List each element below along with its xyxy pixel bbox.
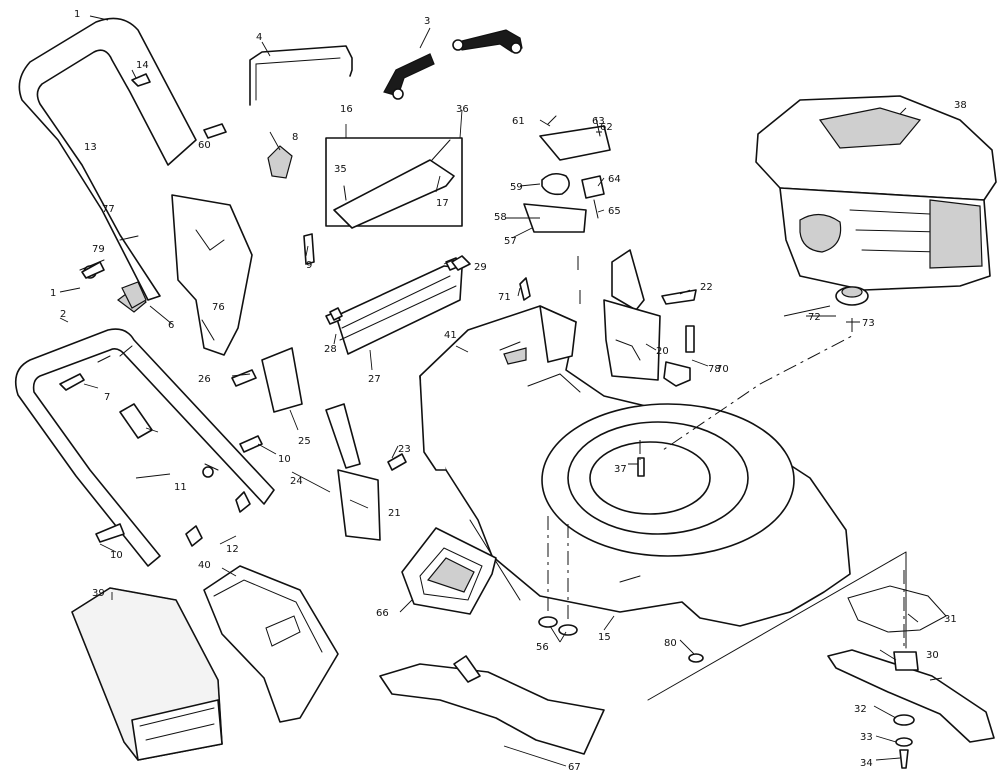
upper-handle [18,17,197,301]
lower-handle [14,328,275,567]
callout-61: 61 [512,116,525,127]
callout-13: 13 [84,142,97,153]
callout-57: 57 [504,236,517,247]
mulch-plug [379,655,605,755]
callout-56: 56 [536,642,549,653]
callout-34: 34 [860,758,873,769]
callout-labels: 1 1 2 3 4 6 7 8 9 10 10 11 12 13 14 15 1… [50,9,967,773]
engine [755,95,997,306]
callout-32: 32 [854,704,867,715]
callout-71: 71 [498,292,511,303]
rear-flap [325,257,463,355]
callout-1-left: 1 [50,288,56,299]
mower-deck [419,305,851,627]
callout-17: 17 [436,198,449,209]
callout-65: 65 [608,206,621,217]
callout-27: 27 [368,374,381,385]
upper-control-bracket [121,145,293,356]
callout-62: 62 [600,122,613,133]
callout-36: 36 [456,104,469,115]
callout-30: 30 [926,650,939,661]
callout-35: 35 [334,164,347,175]
leader-lines [59,15,943,767]
callout-33: 33 [860,732,873,743]
callout-3: 3 [424,16,430,27]
callout-4: 4 [256,32,262,43]
callout-41: 41 [444,330,457,341]
callout-21: 21 [388,508,401,519]
callout-22: 22 [700,282,713,293]
callout-8: 8 [292,132,298,143]
callout-73: 73 [862,318,875,329]
callout-7: 7 [104,392,110,403]
pulley-plate-assembly [523,115,611,233]
side-discharge-cover [401,527,497,615]
callout-79: 79 [92,244,105,255]
left-hardware [59,73,263,547]
callout-31: 31 [944,614,957,625]
grass-bag [71,587,223,761]
grass-bag-frame [203,565,339,723]
callout-23: 23 [398,444,411,455]
callout-25: 25 [298,436,311,447]
callout-78: 78 [708,364,721,375]
callout-1-top: 1 [74,9,80,20]
callout-80: 80 [664,638,677,649]
callout-60: 60 [198,140,211,151]
height-adjuster [261,249,697,541]
callout-64: 64 [608,174,621,185]
callout-14: 14 [136,60,149,71]
callout-76: 76 [212,302,225,313]
callout-67: 67 [568,762,581,773]
blade-assembly [827,585,995,769]
callout-2: 2 [60,309,66,320]
callout-26: 26 [198,374,211,385]
callout-70: 70 [716,364,729,375]
callout-20: 20 [656,346,669,357]
callout-29: 29 [474,262,487,273]
callout-16: 16 [340,104,353,115]
callout-24: 24 [290,476,303,487]
callout-9: 9 [306,260,312,271]
control-cable [249,45,353,106]
callout-63: 63 [592,116,605,127]
callout-10a: 10 [278,454,291,465]
callout-6: 6 [168,320,174,331]
callout-72: 72 [808,312,821,323]
callout-40: 40 [198,560,211,571]
handle-grips [383,29,523,100]
rear-door-assembly [325,137,463,229]
callout-38: 38 [954,100,967,111]
callout-15: 15 [598,632,611,643]
callout-39: 39 [92,588,105,599]
callout-11: 11 [174,482,187,493]
deck-washers [538,457,704,663]
callout-58: 58 [494,212,507,223]
callout-28: 28 [324,344,337,355]
callout-10b: 10 [110,550,123,561]
callout-66: 66 [376,608,389,619]
assembly-center-lines [547,256,907,701]
callout-59: 59 [510,182,523,193]
callout-12: 12 [226,544,239,555]
callout-37: 37 [614,464,627,475]
callout-77: 77 [102,204,115,215]
